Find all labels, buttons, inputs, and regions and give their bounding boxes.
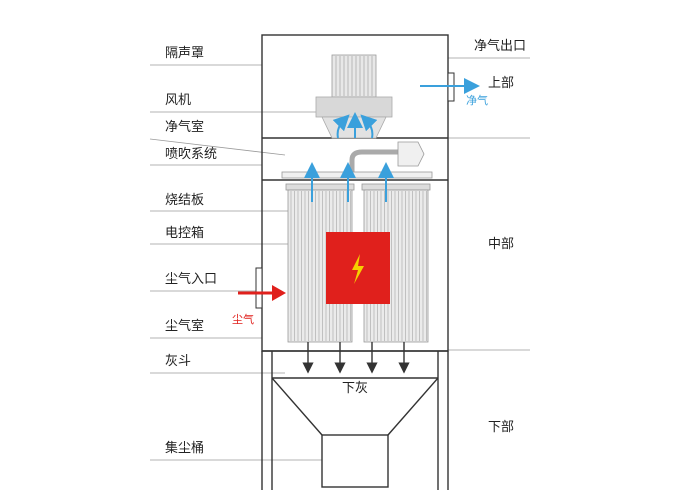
ash-discharge-arrows <box>302 342 410 374</box>
ash-hopper <box>261 351 449 490</box>
clean-air-arrow-fan-left <box>332 114 350 139</box>
dust-bucket <box>321 434 389 488</box>
label-middle-section: 中部 <box>488 237 515 252</box>
right-leader-lines <box>448 57 530 351</box>
label-clean-air-outlet: 净气出口 <box>474 39 527 54</box>
label-dust-bucket: 集尘桶 <box>165 441 205 456</box>
label-ash-down: 下灰 <box>342 381 369 396</box>
clean-air-arrows <box>304 78 480 202</box>
left-leader-lines <box>149 64 330 461</box>
label-blowing-system: 喷吹系统 <box>165 147 218 162</box>
label-clean-air-flow: 净气 <box>466 94 488 107</box>
label-dust-air-flow: 尘气 <box>232 313 254 326</box>
label-ash-hopper: 灰斗 <box>165 354 192 369</box>
blowing-system <box>281 141 433 179</box>
label-control-box: 电控箱 <box>165 226 205 241</box>
label-dust-air-chamber: 尘气室 <box>165 319 205 334</box>
label-clean-air-chamber: 净气室 <box>165 120 205 135</box>
lightning-bolt-icon <box>352 254 364 284</box>
dust-air-inlet-flange <box>255 267 263 309</box>
label-upper-section: 上部 <box>488 76 515 91</box>
label-fan: 风机 <box>165 93 192 108</box>
label-dust-air-inlet: 尘气入口 <box>165 272 218 287</box>
label-lower-section: 下部 <box>488 420 515 435</box>
dust-air-arrow <box>238 285 286 301</box>
label-sintered-plate: 烧结板 <box>165 193 205 208</box>
clean-air-arrow-fan-right <box>360 114 378 139</box>
label-soundproof-cover: 隔声罩 <box>165 46 205 61</box>
